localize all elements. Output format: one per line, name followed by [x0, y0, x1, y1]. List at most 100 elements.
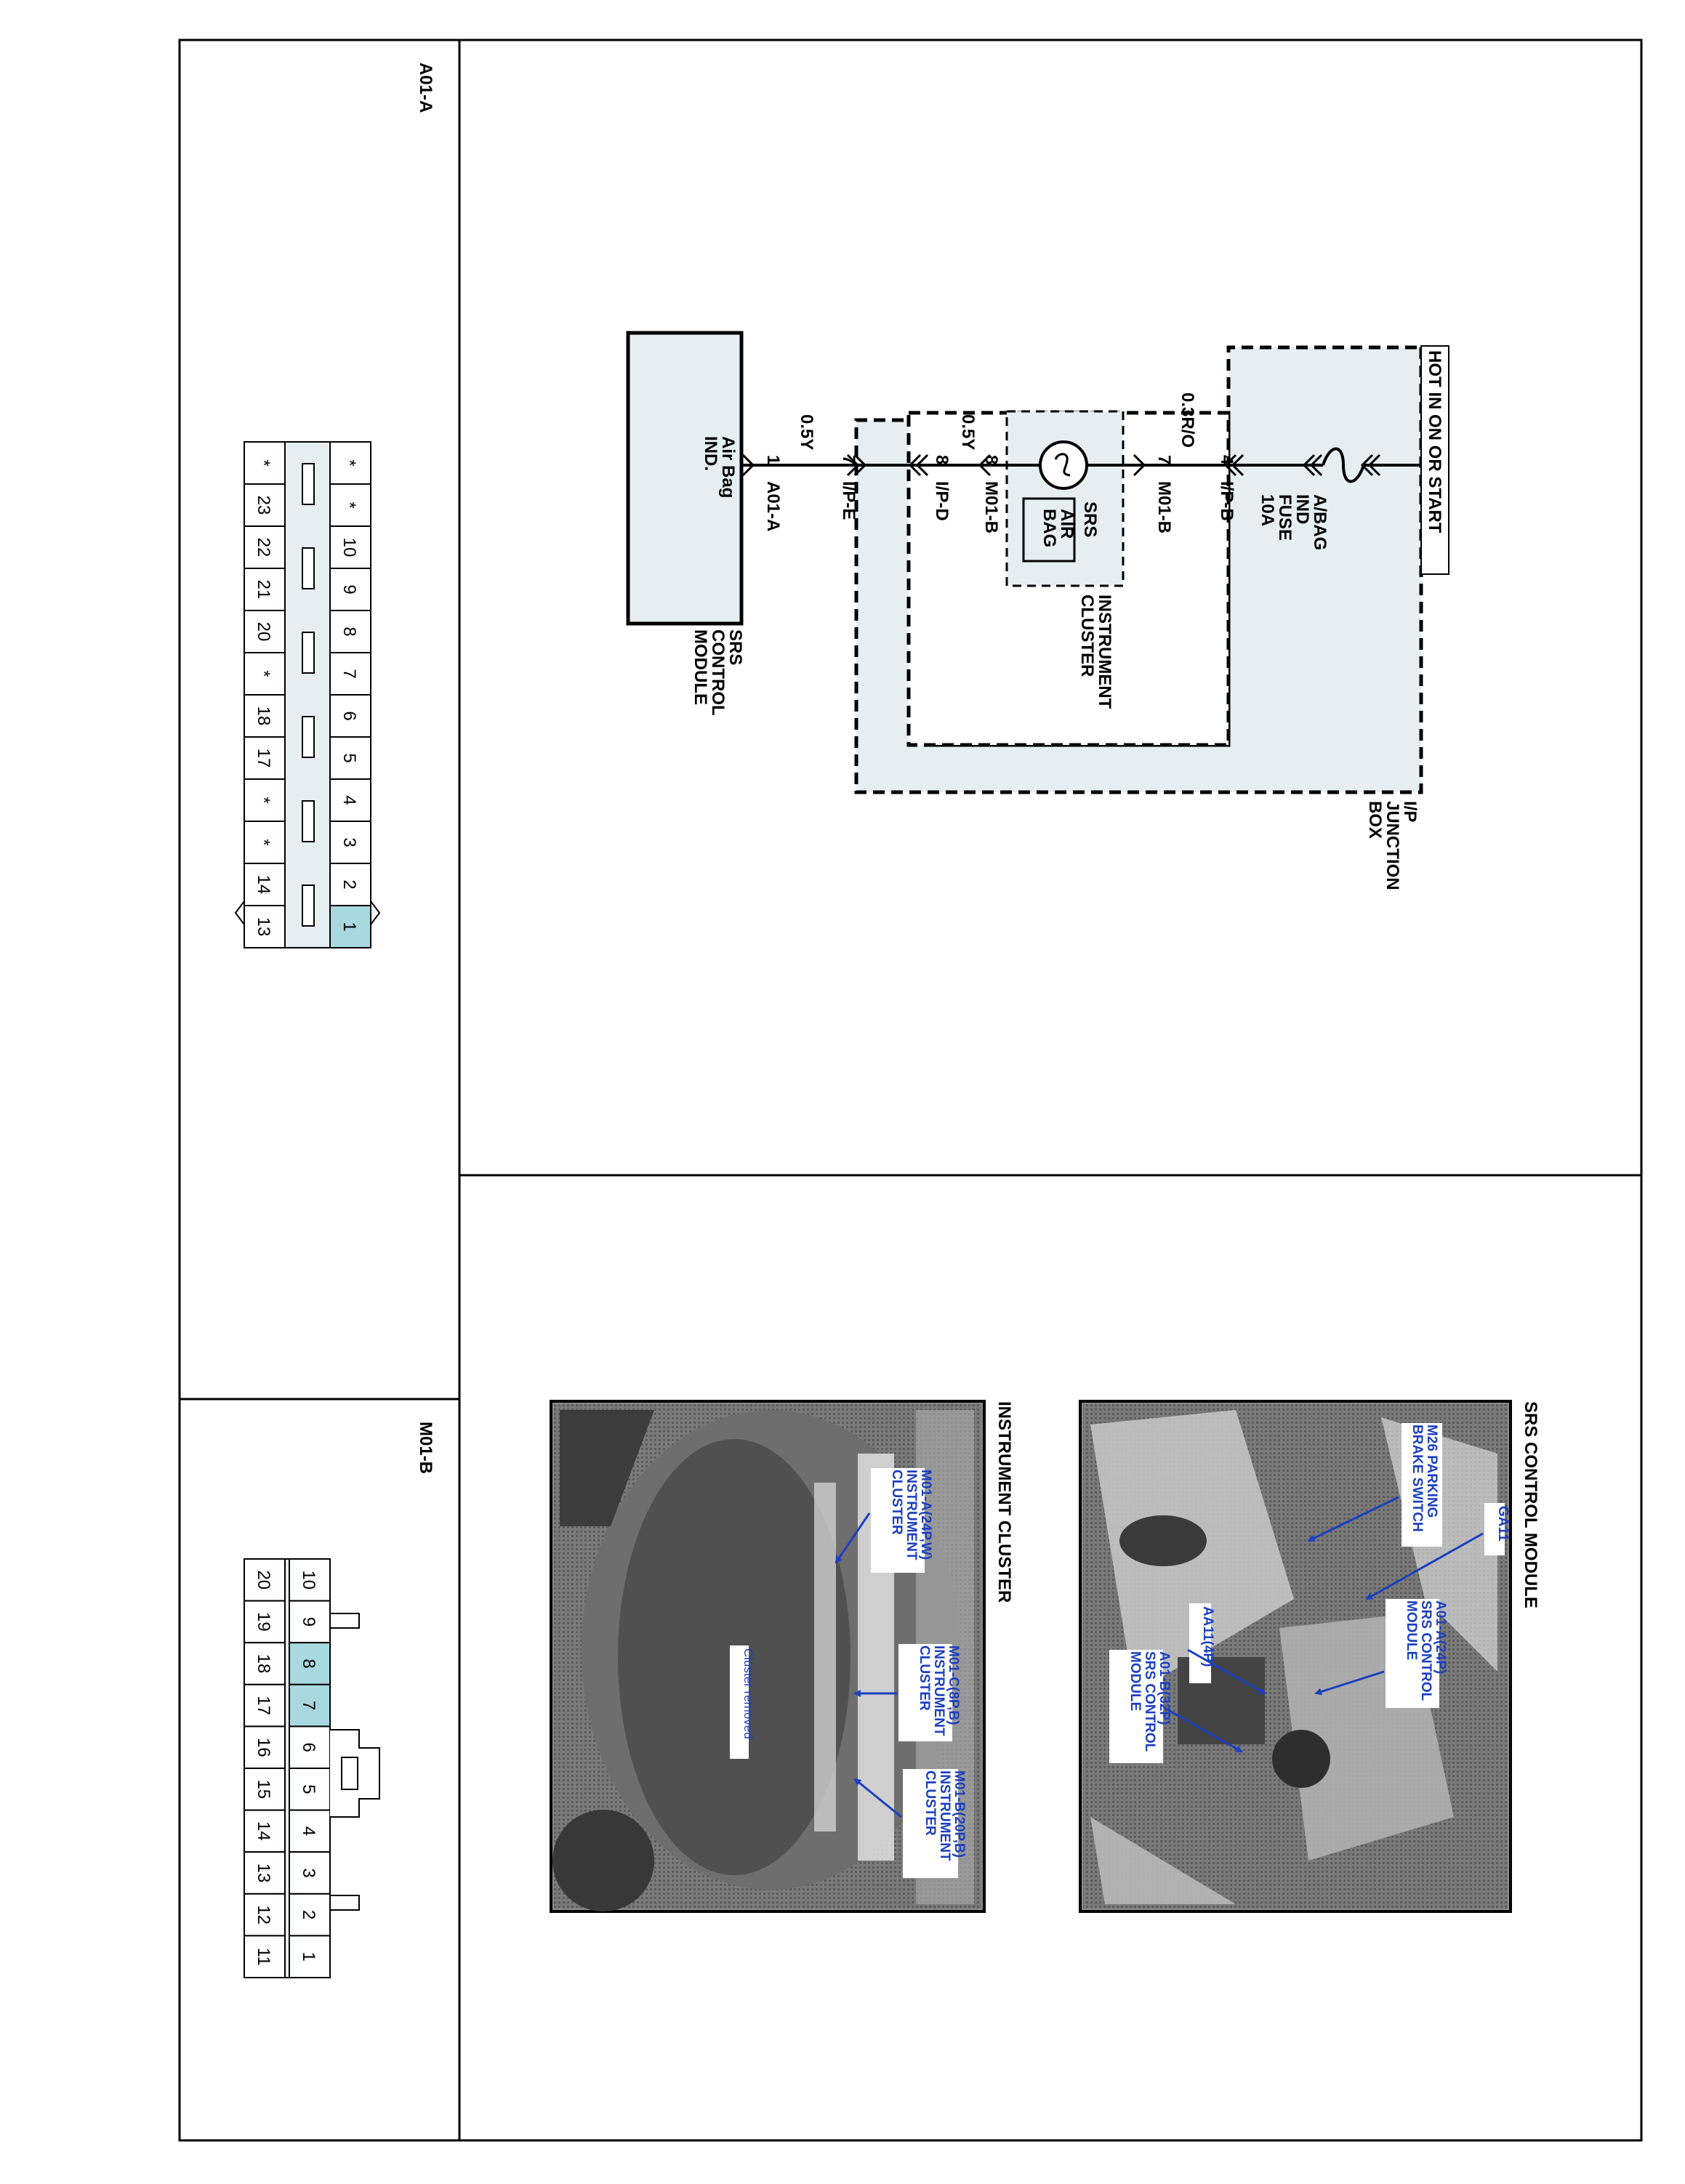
- connector-pin-label: *: [254, 670, 273, 677]
- ga11-callout-arrow: [1365, 1532, 1484, 1600]
- connector-pin-label: 17: [254, 749, 273, 768]
- connector-pin-cell: [244, 1725, 286, 1769]
- m01a-callout-line1: M01-A(24P,W): [918, 1470, 933, 1560]
- connector-pin-label: 17: [254, 1696, 273, 1715]
- connector-pin-cell: [244, 1935, 286, 1978]
- connector-pin-label: 1: [339, 922, 359, 931]
- fuse-label: A/BAG IND FUSE 10A: [1258, 494, 1330, 550]
- instrument-cluster-label: INSTRUMENT CLUSTER: [1077, 595, 1114, 709]
- connector-pin-label: 21: [254, 580, 273, 600]
- junction-box-label: I/P JUNCTION BOX: [1365, 801, 1420, 890]
- m01a-callout-arrow: [835, 1512, 871, 1564]
- connector-pin-label: 18: [254, 1654, 273, 1674]
- connector-lock-slot: [302, 632, 315, 674]
- pin-labels: 4 I/P-B 0.3R/O 7 M01-B 8 M01-B 0.5Y 8 I/…: [763, 392, 1236, 533]
- srs-lamp-symbol: [1039, 440, 1088, 490]
- pin-wire: 0.5Y: [797, 414, 816, 450]
- junction-box-line1: I/P: [1400, 801, 1420, 822]
- srs-lamp-label: SRS AIR BAG: [1039, 501, 1100, 547]
- connector-pin-cell: [329, 863, 371, 906]
- pin-connector: M01-B: [1154, 481, 1174, 533]
- connector-pin-label: 11: [254, 1948, 273, 1966]
- srs-control-module-box: [626, 331, 744, 626]
- connector-pin-label: 10: [299, 1570, 318, 1589]
- connector-pin-label: 3: [299, 1868, 318, 1877]
- connector-pin-label: 23: [254, 496, 273, 515]
- aa11-callout: AA11(4P): [1200, 1606, 1215, 1667]
- m01b-callout-line3: CLUSTER: [922, 1770, 938, 1836]
- connector-pin-cell: [329, 525, 371, 569]
- m01a-callout-line2: INSTRUMENT: [904, 1470, 919, 1560]
- module-inner-line2: IND.: [701, 436, 720, 471]
- connector-pin-cell: [244, 441, 286, 485]
- pin-number: 7: [839, 455, 858, 464]
- a01b-callout-arrow: [1164, 1706, 1243, 1753]
- m01b-callout-line2: INSTRUMENT: [937, 1770, 952, 1861]
- a01a-callout-line1: A01-A(24P): [1433, 1600, 1448, 1674]
- srs-control-module-label: SRS CONTROL MODULE Air Bag IND.: [691, 436, 745, 716]
- connector-pin-label: 18: [254, 706, 273, 726]
- pin-connector: M01-B: [981, 481, 1001, 533]
- m01c-callout-line3: CLUSTER: [917, 1645, 932, 1711]
- module-line3: MODULE: [691, 629, 710, 705]
- m01a-callout-line3: CLUSTER: [889, 1470, 904, 1535]
- connector-pin-cell: [244, 821, 286, 864]
- cluster-photo-callouts: M01-A(24P,W) INSTRUMENT CLUSTER M01-C(8P…: [730, 1468, 967, 1878]
- pin-number: 8: [932, 455, 952, 464]
- connector-lock-slot: [302, 547, 315, 589]
- connector-pin-label: 22: [254, 538, 273, 557]
- connector-pin-label: 2: [339, 879, 359, 889]
- connector-pin-cell: [289, 1893, 331, 1937]
- module-line1: SRS: [725, 629, 745, 665]
- connector-pin-cell: [329, 905, 371, 948]
- m01b-callout-arrow: [853, 1778, 902, 1818]
- junction-box-line3: BOX: [1365, 801, 1385, 839]
- m26-callout-line1: M26 PARKING: [1424, 1425, 1439, 1518]
- connector-pin-label: 7: [339, 669, 359, 678]
- connector-pin-label: 14: [254, 875, 273, 895]
- connector-pin-cell: [289, 1935, 331, 1978]
- module-line2: CONTROL: [708, 629, 728, 716]
- connector-pin-cell: [329, 568, 371, 611]
- connector-pin-label: 4: [299, 1826, 318, 1836]
- power-source-label: HOT IN ON OR START: [1425, 350, 1444, 533]
- connector-pin-label: 20: [254, 622, 273, 642]
- a01a-callout-line3: MODULE: [1404, 1600, 1419, 1660]
- connector-pin-label: 20: [254, 1570, 273, 1589]
- connector-chevrons: [741, 454, 1381, 477]
- m01c-callout-line2: INSTRUMENT: [931, 1645, 946, 1736]
- pin-number: 8: [981, 455, 1001, 464]
- connector-pin-label: 7: [299, 1701, 318, 1710]
- a01b-callout-line1: A01-B(32P): [1157, 1651, 1172, 1725]
- m26-callout-arrow: [1307, 1496, 1399, 1542]
- connector-pin-label: 13: [254, 917, 273, 937]
- cluster-line1: INSTRUMENT: [1095, 595, 1114, 709]
- connector-pin-label: 5: [299, 1784, 318, 1794]
- a01b-callout-line3: MODULE: [1127, 1651, 1143, 1711]
- connector-pin-cell: [244, 1768, 286, 1811]
- connector-pin-label: 3: [339, 837, 359, 847]
- connector-pin-label: *: [254, 839, 273, 845]
- connector-pin-cell: [244, 905, 286, 948]
- connector-pin-cell: [244, 736, 286, 780]
- m01b-connector-title: M01-B: [416, 1422, 435, 1474]
- m01b-callout-line1: M01-B(20P,B): [952, 1770, 967, 1858]
- connector-pin-label: 13: [254, 1863, 273, 1883]
- connector-pin-label: 16: [254, 1738, 273, 1757]
- connector-pin-cell: [329, 694, 371, 738]
- connector-pin-label: 9: [299, 1617, 318, 1627]
- connector-pin-label: 5: [339, 753, 359, 762]
- connector-pin-cell: [244, 1893, 286, 1937]
- m01c-callout-line1: M01-C(8P,B): [946, 1645, 961, 1725]
- connector-pin-cell: [244, 1558, 286, 1602]
- cluster-line2: CLUSTER: [1077, 595, 1097, 677]
- aa11-callout-arrow: [1187, 1648, 1266, 1695]
- connector-lock-slot: [302, 885, 315, 927]
- connector-pin-label: 1: [299, 1952, 318, 1962]
- a01a-callout-arrow: [1314, 1670, 1385, 1696]
